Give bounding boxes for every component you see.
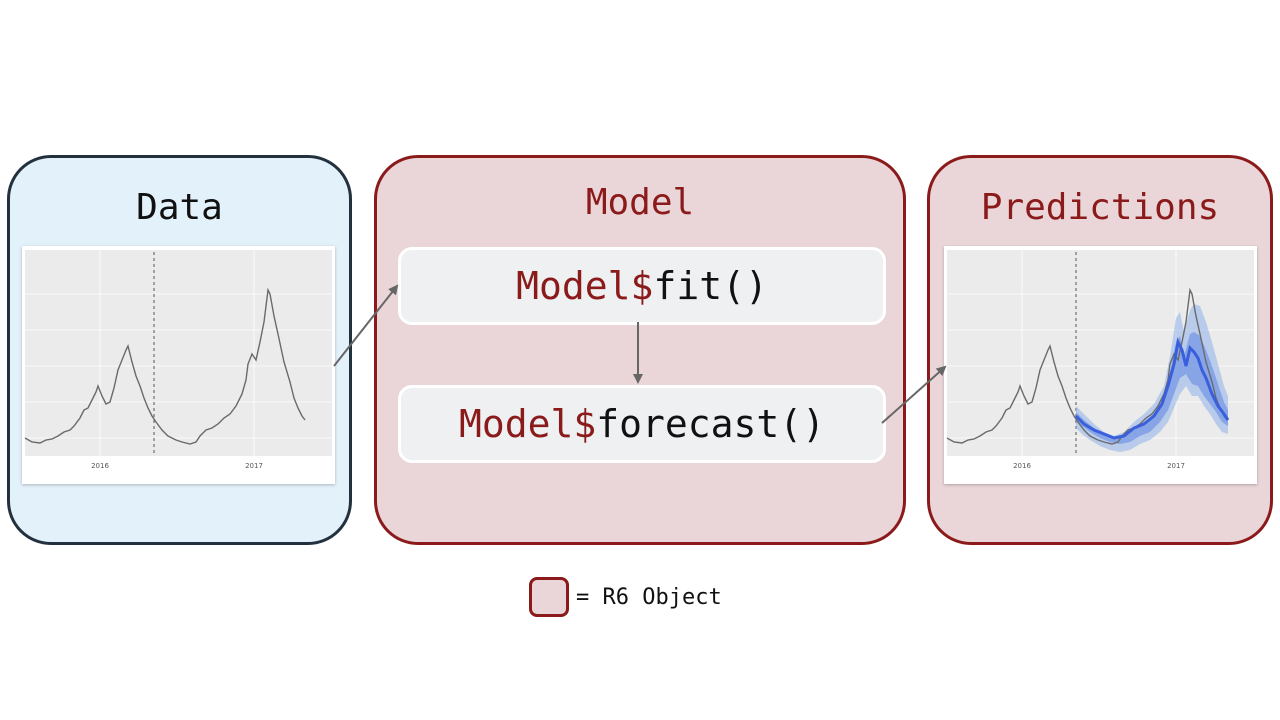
data-panel-title: Data [136,187,223,228]
forecast-line [1074,337,1230,440]
data-chart-svg: 2016 2017 [24,250,332,470]
x-tick-label: 2016 [1013,462,1031,470]
predictions-panel-title: Predictions [980,187,1220,228]
forecast-method-call: forecast() [596,402,826,446]
forecast-object-name: Model$ [458,402,597,446]
r6-object-swatch [529,577,569,617]
x-tick-label: 2017 [1167,462,1185,470]
fit-method-box: Model$fit() [398,247,886,325]
legend-label: = R6 Object [576,585,722,610]
predictions-chart-svg: 2016 2017 [946,250,1254,470]
model-panel: Model Model$fit() Model$forecast() [374,155,906,545]
forecast-inner-band [1076,332,1228,444]
series-line [24,287,306,445]
x-tick-label: 2017 [245,462,263,470]
plot-background [25,250,332,456]
fit-method-call: fit() [653,264,768,308]
predictions-chart: 2016 2017 [944,246,1257,484]
series-line [946,287,1228,445]
model-panel-title: Model [585,182,695,223]
gridlines [25,250,332,456]
x-tick-label: 2016 [91,462,109,470]
fit-object-name: Model$ [516,264,654,308]
forecast-method-box: Model$forecast() [398,385,886,463]
data-chart: 2016 2017 [22,246,335,484]
